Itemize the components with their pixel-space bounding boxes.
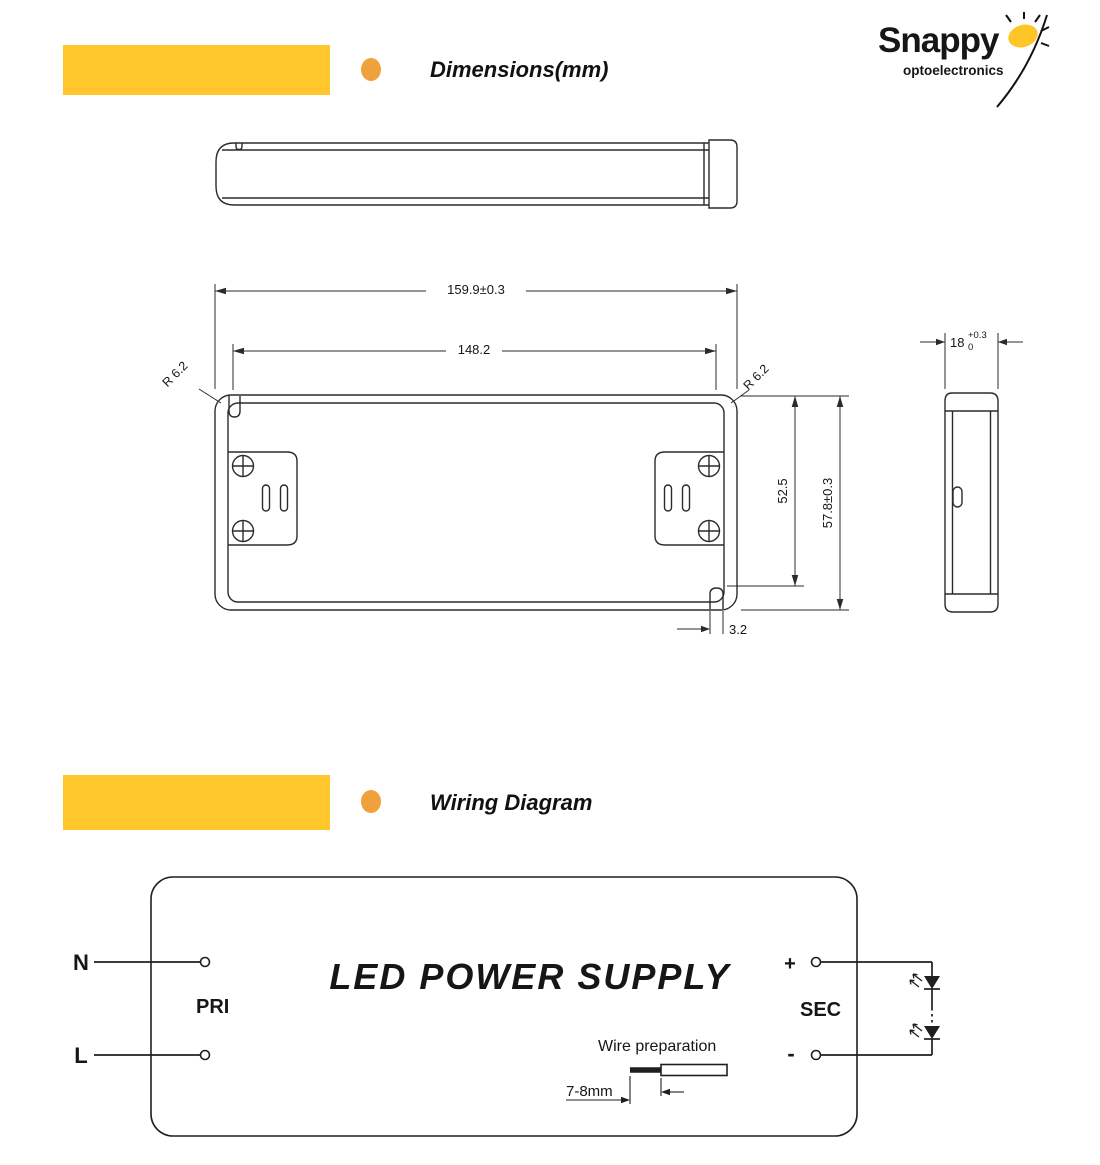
wire-slot [681, 484, 691, 512]
terminal-plus-node [810, 956, 822, 968]
plus-label: + [784, 953, 796, 975]
logo-name: Snappy [878, 21, 1000, 60]
side-slot [952, 486, 963, 508]
dim-total-width: 159.9±0.3 [447, 282, 505, 297]
wire-slot [663, 484, 673, 512]
terminal-l-node [199, 1049, 211, 1061]
terminal-l-label: L [74, 1043, 87, 1068]
dimensions-bullet-dot [361, 58, 381, 81]
logo-swoosh [996, 14, 1048, 108]
led-emission-arrow [909, 979, 920, 988]
terminal-n-label: N [73, 950, 89, 975]
wire-slot [261, 484, 271, 512]
dim-depth-tol-plus: +0.3 [968, 330, 987, 341]
dimensions-section-title: Dimensions(mm) [430, 57, 609, 82]
wire-slot [279, 484, 289, 512]
terminal-block-left [228, 451, 298, 546]
keyhole-notch-bottom-right [709, 587, 724, 609]
enclosure-front-view [214, 394, 738, 611]
dim-depth-value: 18 [950, 335, 964, 350]
dim-notch-width: 3.2 [729, 622, 747, 637]
dim-radius-right: R 6.2 [741, 362, 772, 393]
logo: Snappy optoelectronics [875, 12, 1090, 122]
terminal-minus-node [810, 1049, 822, 1061]
led-symbol [924, 976, 940, 989]
led-symbol [924, 1026, 940, 1039]
wiring-section-bar [63, 775, 330, 830]
wiring-section-title: Wiring Diagram [430, 790, 593, 815]
screw [697, 519, 721, 543]
sun-rays [1005, 12, 1050, 47]
pri-label: PRI [196, 996, 229, 1018]
wiring-bullet-dot [361, 790, 381, 813]
dim-radius-left: R 6.2 [160, 359, 191, 390]
wire-insulation [660, 1063, 728, 1077]
logo-subtitle: optoelectronics [903, 63, 1004, 78]
enclosure-side-view [944, 392, 999, 613]
logo-graphic: Snappy optoelectronics [878, 12, 1050, 108]
dim-inner-width: 148.2 [458, 342, 491, 357]
terminal-block-right [654, 451, 724, 546]
wiring-diagram: LED POWER SUPPLY N PRI L + SEC - [73, 876, 940, 1137]
led-emission-arrow [912, 973, 923, 982]
depth-dimension: 18 +0.3 0 [920, 330, 1023, 389]
dimensions-section-bar [63, 45, 330, 95]
power-supply-box [150, 876, 858, 1137]
wire-preparation-label: Wire preparation [598, 1038, 716, 1055]
screw [231, 454, 255, 478]
led-emission-arrow [909, 1029, 920, 1038]
sun-icon [1008, 24, 1038, 48]
dim-depth-tol-minus: 0 [968, 342, 973, 353]
dimension-annotations: 159.9±0.3 148.2 R 6.2 R 6.2 52.5 [160, 282, 849, 637]
screw [697, 454, 721, 478]
terminal-n-node [199, 956, 211, 968]
dim-inner-height: 52.5 [775, 478, 790, 503]
strip-length-label: 7-8mm [566, 1083, 613, 1100]
led-emission-arrow [912, 1023, 923, 1032]
dim-total-height: 57.8±0.3 [820, 478, 835, 529]
sec-label: SEC [800, 999, 841, 1021]
keyhole-notch-top-left [228, 396, 241, 418]
minus-label: - [787, 1041, 794, 1066]
device-label: LED POWER SUPPLY [329, 956, 731, 997]
screw [231, 519, 255, 543]
enclosure-top-view [215, 139, 738, 209]
